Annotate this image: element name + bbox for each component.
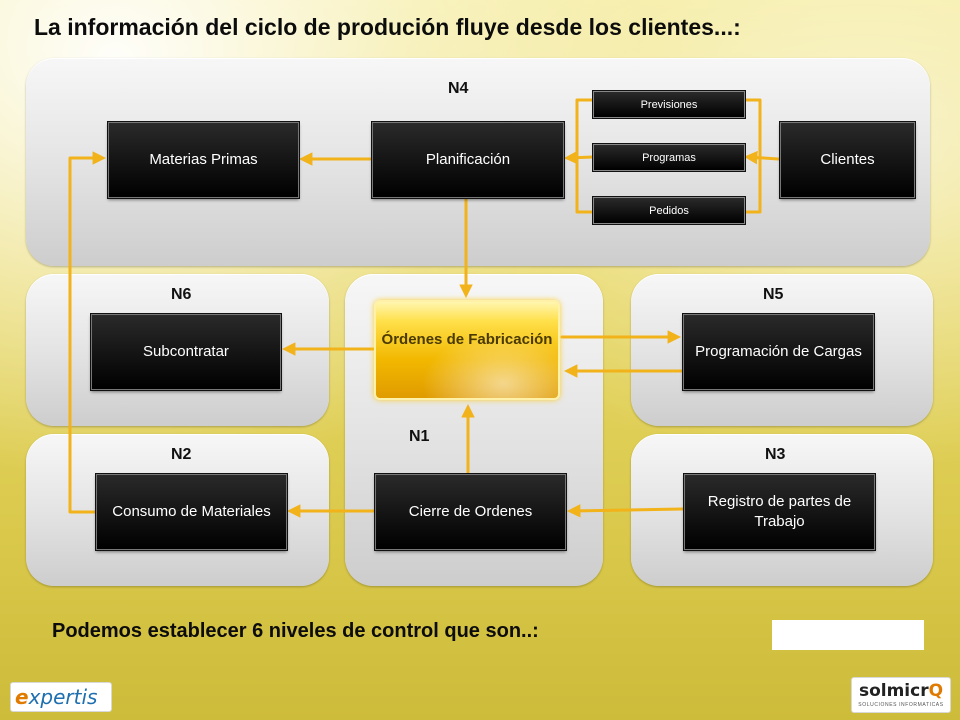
programacion-cargas-box: Programación de Cargas xyxy=(682,313,875,391)
expertis-logo-text: xpertis xyxy=(28,685,98,709)
slide-subtitle: Podemos establecer 6 niveles de control … xyxy=(52,620,539,642)
solmicro-logo: solmicrQ SOLUCIONES INFORMATICAS xyxy=(851,677,951,713)
level-label-n1: N1 xyxy=(409,428,430,445)
level-label-n3: N3 xyxy=(765,446,786,463)
blank-note-area xyxy=(772,620,924,650)
subcontratar-box: Subcontratar xyxy=(90,313,282,391)
programas-box: Programas xyxy=(592,143,746,172)
pedidos-box: Pedidos xyxy=(592,196,746,225)
solmicro-logo-tagline: SOLUCIONES INFORMATICAS xyxy=(858,701,944,708)
expertis-logo-mark: e xyxy=(15,685,29,709)
slide-title: La información del ciclo de produción fl… xyxy=(34,14,741,40)
cierre-ordenes-box: Cierre de Ordenes xyxy=(374,473,567,551)
solmicro-logo-text: solmicrQ xyxy=(858,680,944,701)
clientes-box: Clientes xyxy=(779,121,916,199)
level-label-n6: N6 xyxy=(171,286,192,303)
planificacion-box: Planificación xyxy=(371,121,565,199)
registro-partes-box: Registro de partes de Trabajo xyxy=(683,473,876,551)
level-label-n5: N5 xyxy=(763,286,784,303)
level-label-n4: N4 xyxy=(448,80,469,97)
level-label-n2: N2 xyxy=(171,446,192,463)
consumo-materiales-box: Consumo de Materiales xyxy=(95,473,288,551)
previsiones-box: Previsiones xyxy=(592,90,746,119)
ordenes-fabricacion-box: Órdenes de Fabricación xyxy=(374,300,560,400)
materias-primas-box: Materias Primas xyxy=(107,121,300,199)
